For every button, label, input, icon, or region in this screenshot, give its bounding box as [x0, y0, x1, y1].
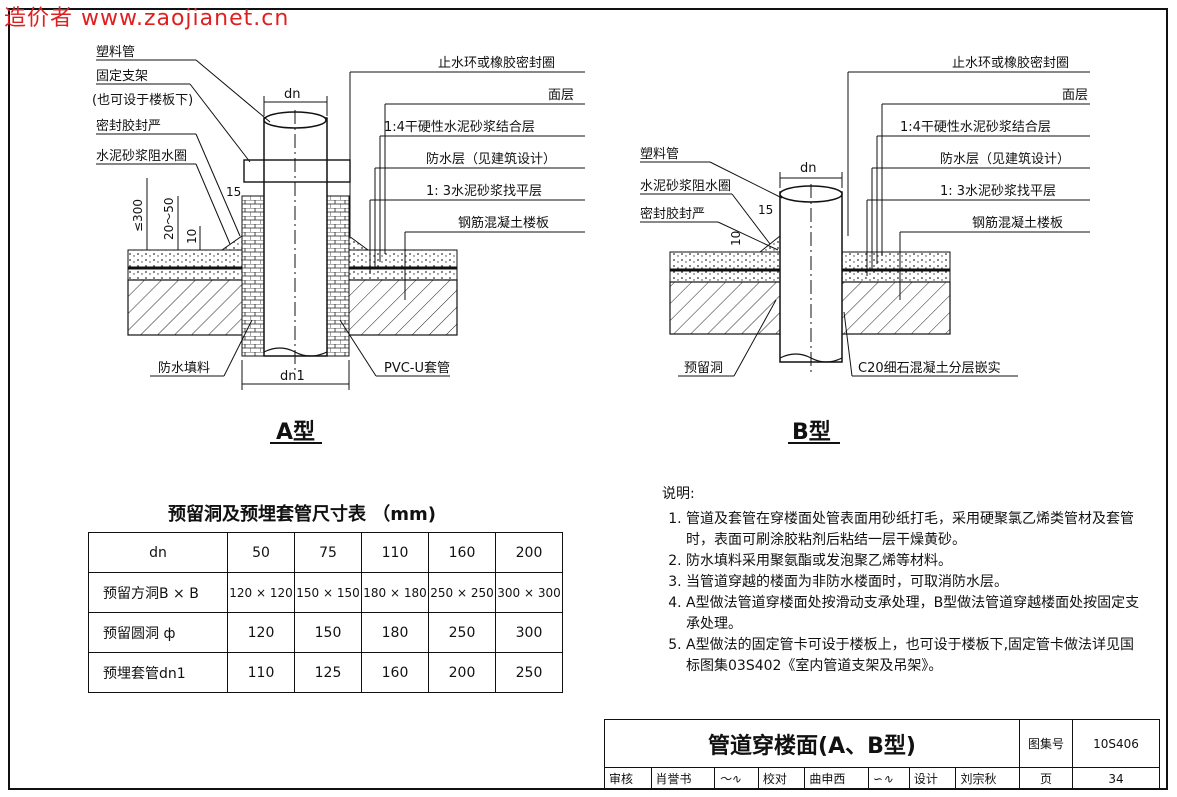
b-dn-label: dn	[800, 161, 817, 176]
row-header: 预留方洞B × B	[88, 572, 228, 613]
type-b-drawing: dn 15 10 塑料管 水泥砂浆阻水圈 密封胶封严 止水环或橡胶密封圈 面层 …	[640, 55, 1090, 377]
page-label: 页	[1019, 767, 1073, 790]
drawing-frame	[8, 8, 1168, 790]
atlas-number: 10S406	[1072, 719, 1160, 768]
a-dim-20-50: 20～50	[162, 197, 176, 240]
page-number: 34	[1072, 767, 1160, 790]
a-dim-300: ≤300	[131, 199, 145, 232]
checker-name: 曲申西	[804, 767, 869, 790]
note-item: 管道及套管在穿楼面处管表面用砂纸打毛，采用硬聚氯乙烯类管材及套管时，表面可刷涂胶…	[686, 509, 1142, 551]
reviewer-signature-icon: 〜∿	[714, 767, 759, 790]
table-cell: 160	[361, 652, 429, 693]
b-label-bond-layer: 1:4干硬性水泥砂浆结合层	[900, 120, 1051, 135]
a-label-sleeve: PVC-U套管	[384, 360, 450, 376]
table-cell: 250 × 250	[428, 572, 496, 613]
b-label-sealant: 密封胶封严	[640, 206, 705, 222]
table-cell: 120 × 120	[227, 572, 295, 613]
table-cell: 200	[495, 532, 563, 573]
type-a-title-underline	[270, 442, 322, 444]
a-dim-10: 10	[185, 229, 199, 244]
table-cell: 150 × 150	[294, 572, 362, 613]
row-header: dn	[88, 532, 228, 573]
a-dim-15: 15	[226, 185, 241, 199]
b-label-reserved-hole: 预留洞	[684, 361, 723, 376]
note-item: 当管道穿越的楼面为非防水楼面时，可取消防水层。	[686, 572, 1142, 593]
designer-name: 刘宗秋	[955, 767, 1020, 790]
atlas-label: 图集号	[1019, 719, 1073, 768]
table-cell: 180	[361, 612, 429, 653]
table-cell: 120	[227, 612, 295, 653]
table-cell: 125	[294, 652, 362, 693]
table-row: 预埋套管dn1 110 125 160 200 250	[88, 652, 563, 693]
type-b-title-underline	[788, 442, 840, 444]
b-label-leveling: 1: 3水泥砂浆找平层	[940, 184, 1056, 199]
table-title: 预留洞及预埋套管尺寸表 （mm)	[168, 504, 437, 525]
table-cell: 250	[428, 612, 496, 653]
table-cell: 200	[428, 652, 496, 693]
table-cell: 250	[495, 652, 563, 693]
notes: 说明: 管道及套管在穿楼面处管表面用砂纸打毛，采用硬聚氯乙烯类管材及套管时，表面…	[662, 484, 1142, 677]
table-cell: 300 × 300	[495, 572, 563, 613]
b-label-slab: 钢筋混凝土楼板	[972, 215, 1063, 231]
a-label-sealant: 密封胶封严	[96, 118, 161, 134]
a-label-surface: 面层	[548, 88, 574, 103]
b-label-plastic-pipe: 塑料管	[640, 147, 679, 162]
note-item: A型做法管道穿楼面处按滑动支承处理，B型做法管道穿越楼面处按固定支承处理。	[686, 593, 1142, 635]
a-label-fixed-support-note: (也可设于楼板下)	[92, 93, 193, 108]
b-label-waterstop: 止水环或橡胶密封圈	[952, 55, 1069, 71]
table-cell: 50	[227, 532, 295, 573]
b-label-c20: C20细石混凝土分层嵌实	[858, 360, 1001, 376]
table-cell: 150	[294, 612, 362, 653]
type-a-drawing: dn dn1 ≤300 20～50 10 15 塑料管 固定支架 (也可设于楼板…	[92, 45, 585, 390]
type-a-title: A型	[276, 420, 316, 445]
notes-heading: 说明:	[662, 486, 695, 502]
checker-signature-icon: ∽∿	[867, 767, 910, 790]
row-header: 预埋套管dn1	[88, 652, 228, 693]
b-label-surface: 面层	[1062, 88, 1088, 103]
a-label-leveling: 1: 3水泥砂浆找平层	[426, 184, 542, 199]
a-label-waterstop: 止水环或橡胶密封圈	[438, 55, 555, 71]
a-label-waterproof: 防水层（见建筑设计）	[426, 151, 556, 167]
table-cell: 110	[227, 652, 295, 693]
type-b-title: B型	[792, 420, 831, 445]
a-label-fixed-support: 固定支架	[96, 69, 148, 84]
check-label: 校对	[757, 767, 806, 790]
b-dim-10: 10	[729, 231, 743, 246]
note-item: A型做法的固定管卡可设于楼板上，也可设于楼板下,固定管卡做法详见国标图集03S4…	[686, 635, 1142, 677]
a-label-bond-layer: 1:4干硬性水泥砂浆结合层	[384, 120, 535, 135]
table-cell: 160	[428, 532, 496, 573]
table-row: 预留圆洞 ф 120 150 180 250 300	[88, 612, 563, 653]
a-label-slab: 钢筋混凝土楼板	[458, 215, 549, 231]
table-row: 预留方洞B × B 120 × 120 150 × 150 180 × 180 …	[88, 572, 563, 613]
b-dim-15: 15	[758, 203, 773, 217]
row-header: 预留圆洞 ф	[88, 612, 228, 653]
drawing-title: 管道穿楼面(A、B型)	[604, 719, 1020, 768]
watermark: 造价者 www.zaojianet.cn	[4, 6, 290, 31]
b-label-mortar-ring: 水泥砂浆阻水圈	[640, 179, 731, 194]
table-cell: 300	[495, 612, 563, 653]
review-label: 审核	[604, 767, 652, 790]
table-cell: 75	[294, 532, 362, 573]
a-dn1-label: dn1	[280, 369, 305, 384]
a-label-mortar-ring: 水泥砂浆阻水圈	[96, 149, 187, 164]
reviewer-name: 肖誉书	[650, 767, 716, 790]
dimension-table: dn 50 75 110 160 200 预留方洞B × B 120 × 120…	[88, 532, 563, 693]
a-label-plastic-pipe: 塑料管	[96, 45, 135, 60]
table-row: dn 50 75 110 160 200	[88, 532, 563, 573]
a-dn-label: dn	[284, 87, 301, 102]
design-label: 设计	[908, 767, 957, 790]
table-cell: 110	[361, 532, 429, 573]
table-cell: 180 × 180	[361, 572, 429, 613]
title-block: 管道穿楼面(A、B型) 图集号 10S406 审核 肖誉书 〜∿ 校对 曲申西 …	[604, 719, 1160, 790]
a-label-filler: 防水填料	[158, 360, 210, 376]
note-item: 防水填料采用聚氨酯或发泡聚乙烯等材料。	[686, 551, 1142, 572]
b-label-waterproof: 防水层（见建筑设计）	[940, 151, 1070, 167]
